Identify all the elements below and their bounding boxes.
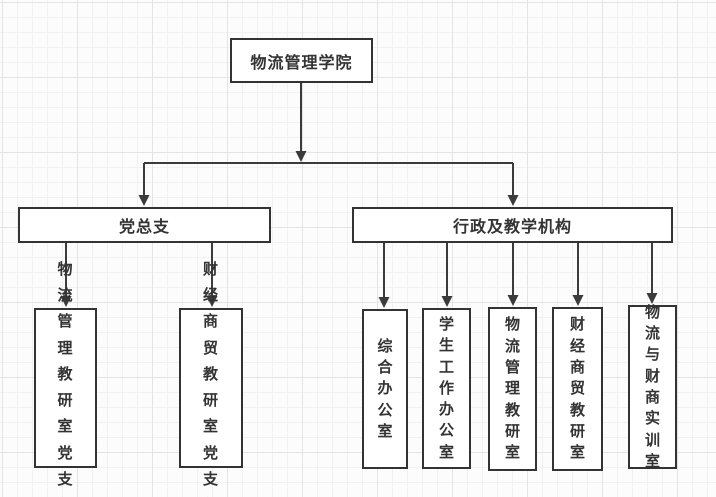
org-node-finance-teaching-office-label: 财经商贸教研室 <box>570 316 586 462</box>
org-node-finance-party-branch[interactable]: 财经商贸教研室党支部 <box>179 261 243 488</box>
org-node-admin-teaching[interactable]: 行政及教学机构 <box>352 207 673 243</box>
org-node-logistics-party-branch[interactable]: 物流管理教研室党支部 <box>34 261 97 488</box>
org-node-logistics-teaching-office[interactable]: 物流管理教研室 <box>488 307 537 471</box>
org-node-student-affairs-office-label: 学生工作办公室 <box>439 315 455 461</box>
arrow-down-icon <box>138 195 150 206</box>
arrow-down-icon <box>507 295 519 306</box>
org-node-general-office[interactable]: 综合办公室 <box>362 309 408 469</box>
org-node-root-label: 物流管理学院 <box>250 54 353 72</box>
org-node-student-affairs-office[interactable]: 学生工作办公室 <box>422 308 471 469</box>
org-node-finance-party-branch-label: 财经商贸教研室党支部 <box>202 260 219 488</box>
arrowheads <box>60 151 658 308</box>
org-node-training-room-label: 物流与财商实训室 <box>645 303 661 470</box>
arrow-down-icon <box>378 297 390 308</box>
org-node-finance-teaching-office[interactable]: 财经商贸教研室 <box>552 307 603 471</box>
org-node-logistics-teaching-office-label: 物流管理教研室 <box>505 316 521 462</box>
org-node-training-room[interactable]: 物流与财商实训室 <box>628 303 677 470</box>
arrow-down-icon <box>206 296 218 307</box>
org-node-root[interactable]: 物流管理学院 <box>230 38 373 83</box>
org-node-party-branch-label: 党总支 <box>118 219 170 236</box>
org-node-party-branch[interactable]: 党总支 <box>18 207 271 243</box>
org-node-logistics-party-branch-label: 物流管理教研室党支部 <box>57 260 74 488</box>
org-node-admin-teaching-label: 行政及教学机构 <box>452 219 572 236</box>
arrow-down-icon <box>441 296 453 307</box>
arrow-down-icon <box>572 295 584 306</box>
arrow-down-icon <box>646 293 658 304</box>
org-node-general-office-label: 综合办公室 <box>377 337 393 440</box>
arrow-down-icon <box>507 195 519 206</box>
arrow-down-icon <box>295 151 307 162</box>
arrow-down-icon <box>60 296 72 307</box>
